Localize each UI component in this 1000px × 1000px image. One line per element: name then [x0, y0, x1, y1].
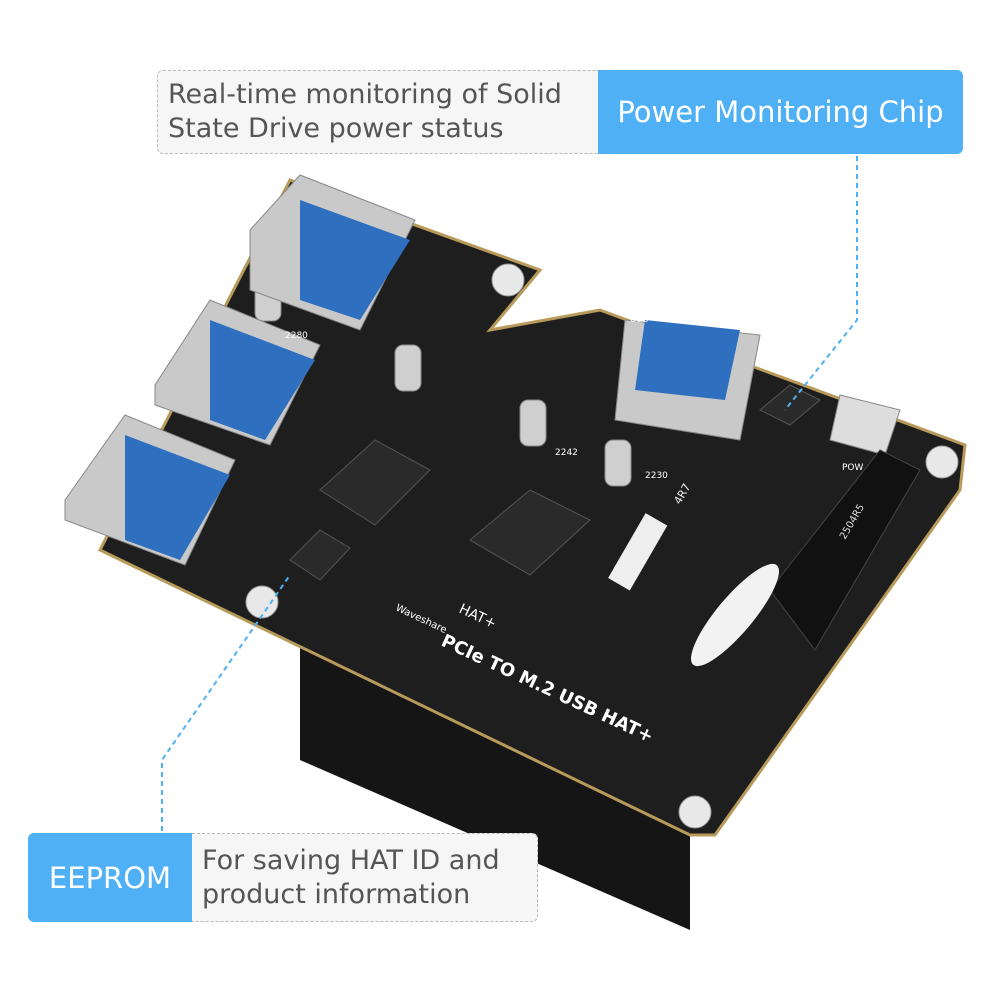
- slot-label-2280: 2280: [285, 331, 308, 341]
- power-monitoring-title: Power Monitoring Chip: [598, 70, 963, 154]
- power-chip-leader-line: [784, 156, 858, 411]
- gpio-header-block: [300, 640, 690, 930]
- power-label: POW: [842, 463, 864, 473]
- eeprom-title: EEPROM: [28, 833, 192, 922]
- eeprom-callout: EEPROM For saving HAT ID and product inf…: [28, 833, 538, 922]
- eeprom-description: For saving HAT ID and product informatio…: [192, 833, 538, 922]
- usb-label: USB: [630, 315, 648, 325]
- power-monitoring-description: Real-time monitoring of Solid State Driv…: [157, 70, 598, 154]
- eeprom-leader-line: [161, 574, 291, 831]
- slot-label-2242: 2242: [555, 448, 578, 458]
- ffc-connector: [608, 513, 668, 591]
- slot-label-2230: 2230: [645, 471, 668, 481]
- mounting-holes: [245, 263, 959, 829]
- power-monitoring-callout: Real-time monitoring of Solid State Driv…: [157, 70, 963, 154]
- usb-ports: [64, 174, 761, 566]
- m2-slot: [769, 449, 921, 651]
- board-slot: [691, 563, 779, 667]
